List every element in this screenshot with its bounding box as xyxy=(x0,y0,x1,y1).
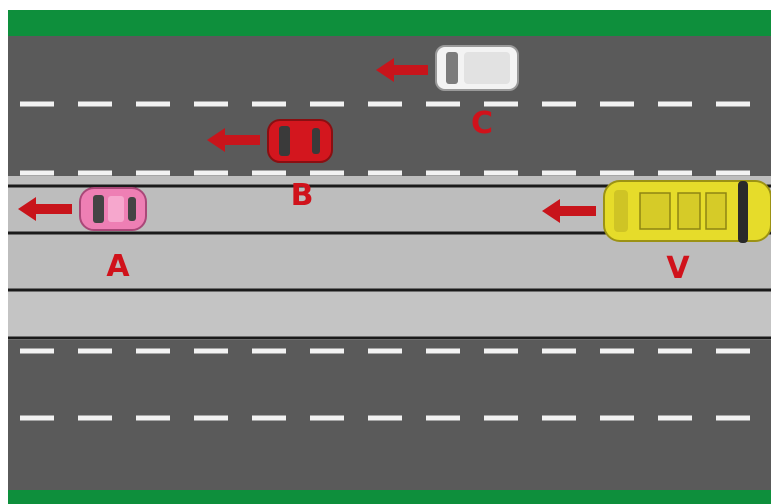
tram-v-roof-unit-2 xyxy=(678,193,700,229)
tram-v-roof-unit-1 xyxy=(640,193,670,229)
grass-bottom xyxy=(8,490,771,504)
tram-v-front-window xyxy=(614,190,628,232)
car-b-rear-window xyxy=(312,128,320,154)
car-b-body xyxy=(268,120,332,162)
car-b-windshield xyxy=(279,126,290,156)
tram-v-roof-unit-3 xyxy=(706,193,726,229)
tram-v-joint xyxy=(738,181,748,243)
car-a-windshield xyxy=(93,195,104,223)
label-a: A xyxy=(106,249,130,284)
grass-top xyxy=(8,10,771,36)
tram-lane-divider-shade xyxy=(8,290,771,340)
car-a-rear-window xyxy=(128,197,136,221)
label-b: B xyxy=(291,178,314,213)
van-c-roof xyxy=(464,52,510,84)
label-v: V xyxy=(666,251,690,286)
label-c: C xyxy=(471,106,493,141)
van-c-windshield xyxy=(446,52,458,84)
car-a-roof xyxy=(108,196,124,222)
